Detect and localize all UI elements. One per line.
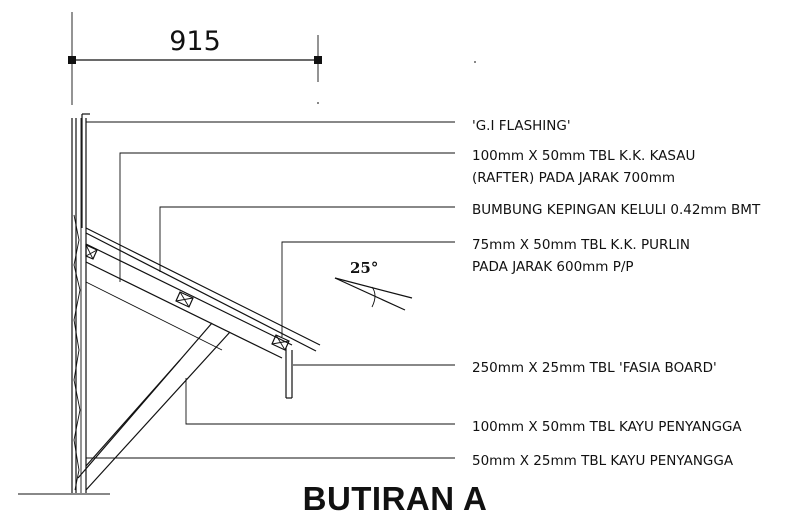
- leader-roof-sheet: [159, 206, 455, 272]
- label-support-100: 100mm X 50mm TBL KAYU PENYANGGA: [472, 419, 742, 435]
- label-gi-flashing: 'G.I FLASHING': [472, 118, 571, 134]
- gi-flashing: [81, 113, 90, 228]
- roof-sheet: [85, 227, 321, 352]
- angle-symbol: 25°: [334, 259, 413, 311]
- leaders: [86, 121, 455, 459]
- label-purlin-line2: PADA JARAK 600mm P/P: [472, 259, 634, 275]
- speck: [317, 102, 319, 104]
- label-fascia: 250mm X 25mm TBL 'FASIA BOARD': [472, 360, 717, 376]
- label-roof-sheet: BUMBUNG KEPINGAN KELULI 0.42mm BMT: [472, 202, 761, 218]
- label-purlin-line1: 75mm X 50mm TBL K.K. PURLIN: [472, 237, 690, 253]
- purlin-1: [85, 244, 98, 260]
- purlin-3: [271, 334, 290, 351]
- support-strut-100: [77, 322, 231, 491]
- speck: [474, 61, 476, 63]
- leader-purlin: [281, 241, 455, 337]
- dimension-tick-left: [68, 56, 76, 64]
- purlin-2: [175, 291, 194, 308]
- label-support-50: 50mm X 25mm TBL KAYU PENYANGGA: [472, 453, 734, 469]
- label-rafter-line1: 100mm X 50mm TBL K.K. KASAU: [472, 148, 695, 164]
- dimension-915: 915: [68, 12, 322, 105]
- drawing-title: BUTIRAN A: [303, 480, 488, 517]
- dimension-tick-right: [314, 56, 322, 64]
- dimension-value: 915: [169, 26, 221, 57]
- rafter: [85, 243, 293, 359]
- leader-support-100: [185, 378, 455, 425]
- fascia-board: [285, 348, 293, 399]
- label-rafter-line2: (RAFTER) PADA JARAK 700mm: [472, 170, 675, 186]
- leader-rafter: [119, 152, 455, 282]
- angle-value: 25°: [350, 259, 378, 277]
- support-strut-50: [85, 359, 181, 467]
- wall: [18, 118, 110, 495]
